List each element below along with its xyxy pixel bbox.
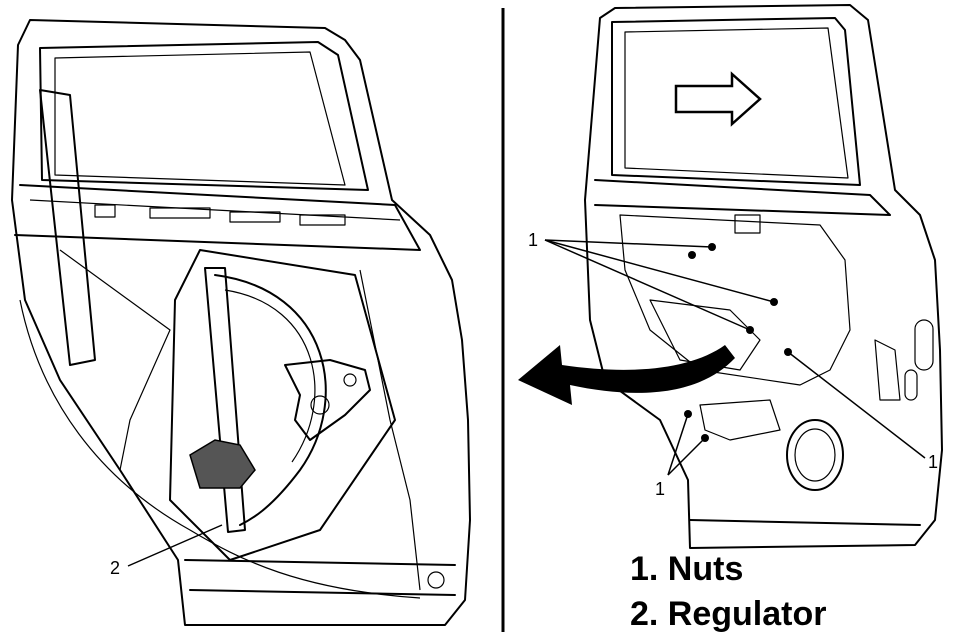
curved-arrow-left-icon — [518, 345, 735, 405]
callout-1-leaders — [544, 239, 926, 476]
callout-nuts-upper: 1 — [528, 230, 538, 250]
right-door-illustration — [584, 4, 943, 549]
callout-regulator: 2 — [110, 558, 120, 578]
arrow-right-outline-icon — [674, 71, 762, 127]
callout-nuts-right: 1 — [928, 452, 938, 472]
callout-2-leader — [127, 524, 223, 567]
legend-item-nuts: 1. Nuts — [630, 550, 743, 588]
left-door-illustration — [11, 19, 471, 626]
callout-nuts-lower: 1 — [655, 479, 665, 499]
legend-item-regulator: 2. Regulator — [630, 595, 826, 633]
